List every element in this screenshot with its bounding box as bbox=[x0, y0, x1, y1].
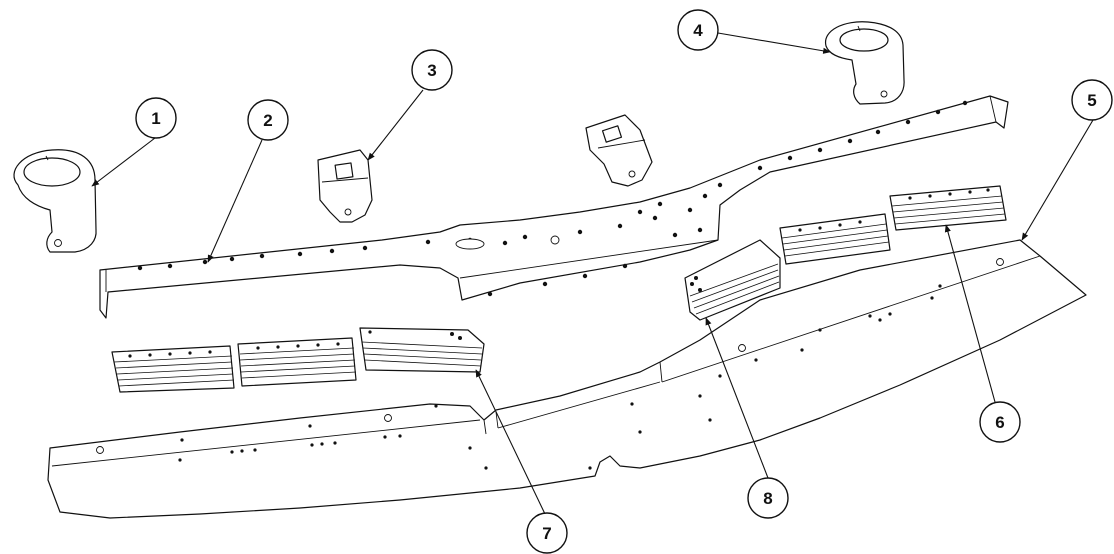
callout-2: 2 bbox=[247, 99, 289, 141]
channel-rail-part-2 bbox=[99, 95, 1009, 319]
skirt-panel-part-5 bbox=[47, 239, 1087, 519]
leader-8 bbox=[705, 317, 769, 479]
svg-text:5: 5 bbox=[1087, 91, 1096, 110]
svg-text:3: 3 bbox=[427, 61, 436, 80]
mounting-plate-part-3 bbox=[317, 149, 373, 223]
leader-1 bbox=[91, 137, 156, 187]
callout-4: 4 bbox=[677, 9, 719, 51]
leader-7 bbox=[475, 369, 546, 515]
mounting-plate-secondary bbox=[585, 114, 653, 187]
svg-text:2: 2 bbox=[263, 111, 272, 130]
bellow-ribs-right bbox=[689, 195, 1006, 315]
svg-text:1: 1 bbox=[151, 109, 160, 128]
callout-5: 5 bbox=[1071, 79, 1113, 121]
leader-lines bbox=[91, 32, 1094, 515]
callout-3: 3 bbox=[411, 49, 453, 91]
leader-3 bbox=[367, 89, 424, 161]
leader-5 bbox=[1021, 119, 1094, 241]
svg-text:6: 6 bbox=[995, 413, 1004, 432]
clamp-bracket-part-4 bbox=[825, 21, 905, 105]
callout-7: 7 bbox=[526, 512, 568, 554]
svg-text:4: 4 bbox=[693, 21, 703, 40]
bellows-group-right bbox=[684, 185, 1007, 321]
callout-8: 8 bbox=[747, 477, 789, 519]
leader-4 bbox=[717, 32, 831, 54]
bellow-ribs bbox=[113, 341, 483, 387]
clamp-bracket-part-1 bbox=[13, 149, 97, 253]
bellows-group-left bbox=[111, 327, 485, 393]
leader-6 bbox=[944, 224, 996, 403]
svg-text:7: 7 bbox=[542, 524, 551, 543]
callout-1: 1 bbox=[135, 97, 177, 139]
callout-6: 6 bbox=[979, 401, 1021, 443]
svg-text:8: 8 bbox=[763, 489, 772, 508]
leader-2 bbox=[207, 139, 263, 263]
